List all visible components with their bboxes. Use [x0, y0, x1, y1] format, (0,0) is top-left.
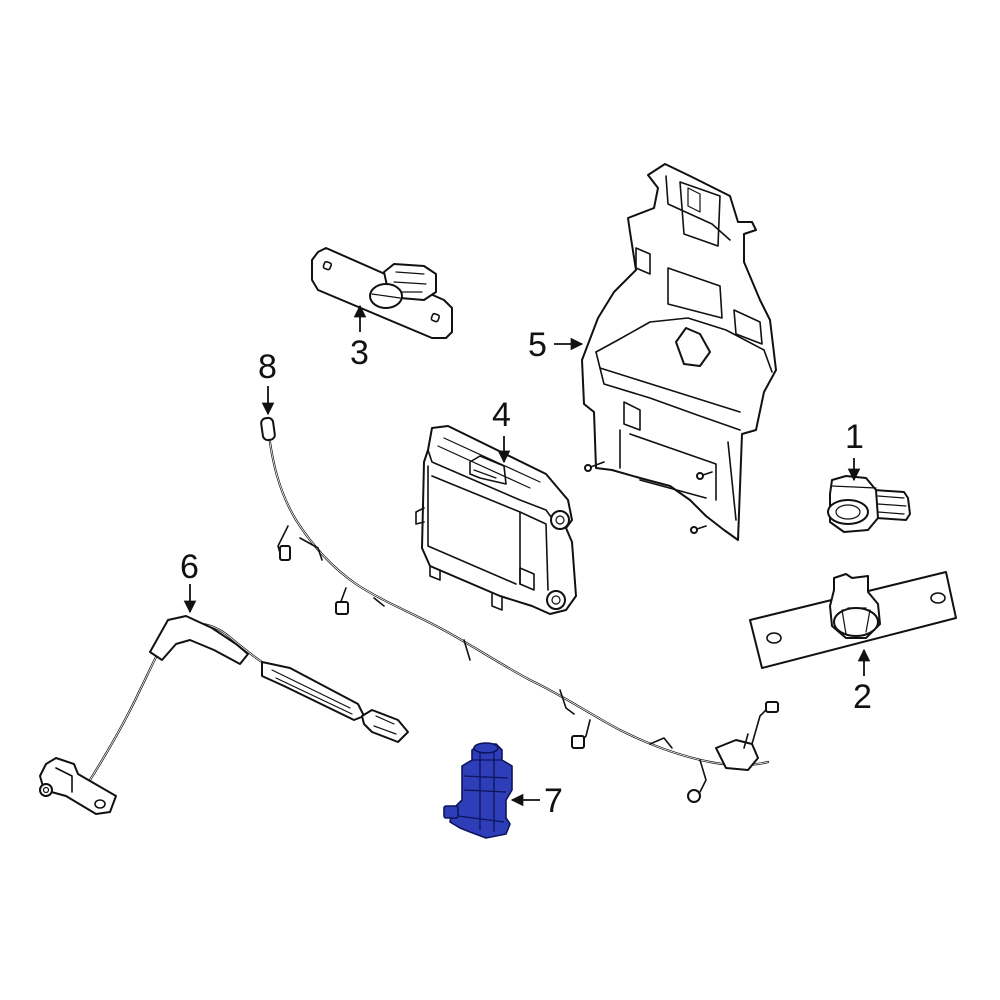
part-4-control-module[interactable]: [415, 425, 577, 615]
part-7-highlighted-component[interactable]: [443, 742, 513, 839]
callout-1[interactable]: 1: [845, 418, 864, 456]
callout-3[interactable]: 3: [350, 334, 369, 372]
callout-2[interactable]: 2: [853, 678, 872, 716]
part-2-sensor-retainer[interactable]: [749, 571, 957, 669]
part-6-camera-harness[interactable]: [39, 615, 409, 815]
callout-4[interactable]: 4: [492, 396, 511, 434]
part-3-sensor-holder[interactable]: [311, 247, 453, 339]
part-5-mounting-bracket[interactable]: [581, 163, 777, 541]
callouts: 1 2 3 4 5 6 7 8: [180, 326, 872, 820]
callout-7[interactable]: 7: [544, 782, 563, 820]
part-8-wiring-harness[interactable]: [260, 416, 779, 803]
callout-8[interactable]: 8: [258, 348, 277, 386]
callout-6[interactable]: 6: [180, 548, 199, 586]
leader-lines: [183, 304, 871, 807]
callout-5[interactable]: 5: [528, 326, 547, 364]
part-1-parking-sensor[interactable]: [827, 475, 911, 533]
